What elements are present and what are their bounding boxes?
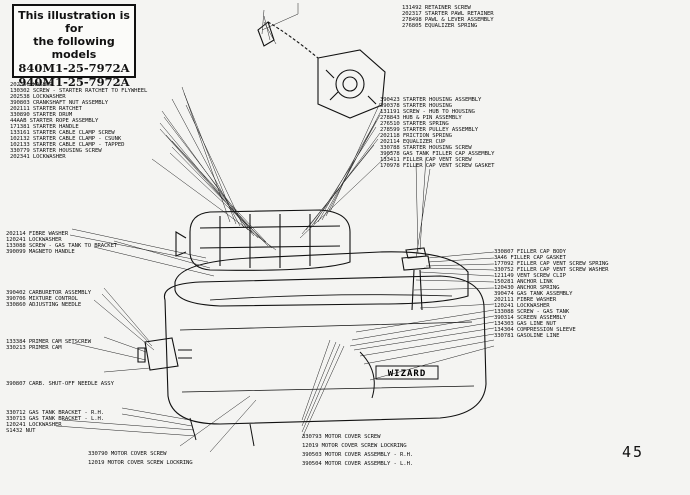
- starter-housing-drawing: [175, 209, 351, 271]
- part-label: 390504 MOTOR COVER ASSEMBLY - L.H.: [302, 461, 414, 467]
- part-label: 276510 STARTER SPRING: [380, 121, 449, 127]
- part-label: 330790 MOTOR COVER SCREW: [88, 451, 167, 457]
- part-label: 202111 STARTER RATCHET: [10, 106, 82, 112]
- model-heading-line2: the following models: [33, 35, 115, 61]
- part-label: 133088 SCREW - GAS TANK: [494, 309, 570, 315]
- part-label: 330752 FILLER CAP VENT SCREW WASHER: [494, 267, 609, 273]
- model-number-2: 940M1-25-7972A: [18, 75, 130, 89]
- part-label: 390423 STARTER HOUSING ASSEMBLY: [380, 97, 482, 103]
- part-label: 131191 SCREW - HUB TO HOUSING: [380, 109, 475, 115]
- part-label: 390314 SCREEN ASSEMBLY: [494, 315, 566, 321]
- part-label: 202114 EQUALIZER CUP: [380, 139, 446, 145]
- motor-cover-body: [163, 275, 487, 425]
- part-label: 390503 MOTOR COVER ASSEMBLY - R.H.: [302, 452, 414, 458]
- part-label: 3A46 FILLER CAP GASKET: [494, 255, 566, 261]
- part-label: 390378 GAS TANK FILLER CAP ASSEMBLY: [380, 151, 495, 157]
- part-label: 390807 CARB. SHUT-OFF NEEDLE ASSY: [6, 381, 114, 387]
- part-label: 12019 MOTOR COVER SCREW LOCKRING: [88, 460, 193, 466]
- part-label: 330807 FILLER CAP BODY: [494, 249, 566, 255]
- part-label: 102132 STARTER CABLE CLAMP - CSUNK: [10, 136, 122, 142]
- part-label: 330890 STARTER DRUM: [10, 112, 73, 118]
- part-label: 130302 SCREW - STARTER RATCHET TO FLYWHE…: [10, 88, 148, 94]
- part-label: 278843 HUB & PIN ASSEMBLY: [380, 115, 462, 121]
- part-label: 390402 CARBURETOR ASSEMBLY: [6, 290, 91, 296]
- part-label: 330793 MOTOR COVER SCREW: [302, 434, 381, 440]
- part-label: 202341 LOCKWASHER: [10, 154, 66, 160]
- part-label: 120241 LOCKWASHER: [6, 422, 62, 428]
- part-label: 202118 FRICTION SPRING: [380, 133, 452, 139]
- part-label: 330213 PRIMER CAM: [6, 345, 62, 351]
- part-label: 133161 STARTER CABLE CLAMP SCREW: [10, 130, 115, 136]
- part-label: 390474 GAS TANK ASSEMBLY: [494, 291, 573, 297]
- part-label: 330781 GASOLINE LINE: [494, 333, 560, 339]
- part-label: 202538 LOCKWASHER: [10, 94, 66, 100]
- part-label: 133088 SCREW - GAS TANK TO BRACKET: [6, 243, 118, 249]
- part-label: 133411 FILLER CAP VENT SCREW: [380, 157, 472, 163]
- part-label: 390803 CRANKSHAFT NUT ASSEMBLY: [10, 100, 109, 106]
- part-label: 390099 MAGNETO HANDLE: [6, 249, 75, 255]
- part-label: 102133 STARTER CABLE CLAMP - TAPPED: [10, 142, 125, 148]
- page-number: 45: [622, 443, 645, 461]
- carburetor-drawing: [137, 337, 179, 371]
- part-label: 131492 RETAINER SCREW: [402, 5, 471, 11]
- part-label: 44AAB STARTER ROPE ASSEMBLY: [10, 118, 99, 124]
- part-label: 330712 GAS TANK BRACKET - R.H.: [6, 410, 105, 416]
- model-heading-line1: This illustration is for: [18, 9, 130, 35]
- part-label: 171381 STARTER HANDLE: [10, 124, 79, 130]
- pawl-assembly-drawing: [257, 21, 386, 119]
- part-label: S1432 NUT: [6, 428, 36, 434]
- part-label: 134304 COMPRESSION SLEEVE: [494, 327, 576, 333]
- part-label: 278498 PAWL & LEVER ASSEMBLY: [402, 17, 494, 23]
- gas-tank-top: [174, 251, 469, 307]
- part-label: 202114 FIBRE WASHER: [6, 231, 69, 237]
- filler-cap-drawing: [401, 247, 431, 271]
- part-label: 276805 EQUALIZER SPRING: [402, 23, 478, 29]
- brand-plate-text: WIZARD: [388, 369, 427, 379]
- part-label: 330713 GAS TANK BRACKET - L.H.: [6, 416, 105, 422]
- part-label: 120430 ANCHOR SPRING: [494, 285, 560, 291]
- part-label: 120241 LOCKWASHER: [494, 303, 550, 309]
- part-label: 390378 STARTER HOUSING: [380, 103, 452, 109]
- part-label: 120241 LOCKWASHER: [6, 237, 62, 243]
- part-label: 12019 MOTOR COVER SCREW LOCKRING: [302, 443, 407, 449]
- model-number-1: 840M1-25-7972A: [18, 61, 130, 75]
- part-label: 150281 ANCHOR LINK: [494, 279, 553, 285]
- part-label: 170978 FILLER CAP VENT SCREW GASKET: [380, 163, 495, 169]
- part-label: 202111 FIBRE WASHER: [494, 297, 557, 303]
- part-label: 278599 STARTER PULLEY ASSEMBLY: [380, 127, 479, 133]
- part-label: 133384 PRIMER CAM SETSCREW: [6, 339, 91, 345]
- part-label: 121149 VENT SCREW CLIP: [494, 273, 566, 279]
- part-label: 330788 STARTER HOUSING SCREW: [380, 145, 472, 151]
- part-label: 177092 FILLER CAP VENT SCREW SPRING: [494, 261, 609, 267]
- part-label: 202317 STARTER PAWL RETAINER: [402, 11, 494, 17]
- part-label: 390706 MIXTURE CONTROL: [6, 296, 78, 302]
- part-label: 202356 WASHER: [10, 82, 53, 88]
- part-label: 330860 ADJUSTING NEEDLE: [6, 302, 82, 308]
- model-info-box: This illustration is for the following m…: [12, 4, 136, 89]
- part-label: 134303 GAS LINE NUT: [494, 321, 557, 327]
- part-label: 330779 STARTER HOUSING SCREW: [10, 148, 102, 154]
